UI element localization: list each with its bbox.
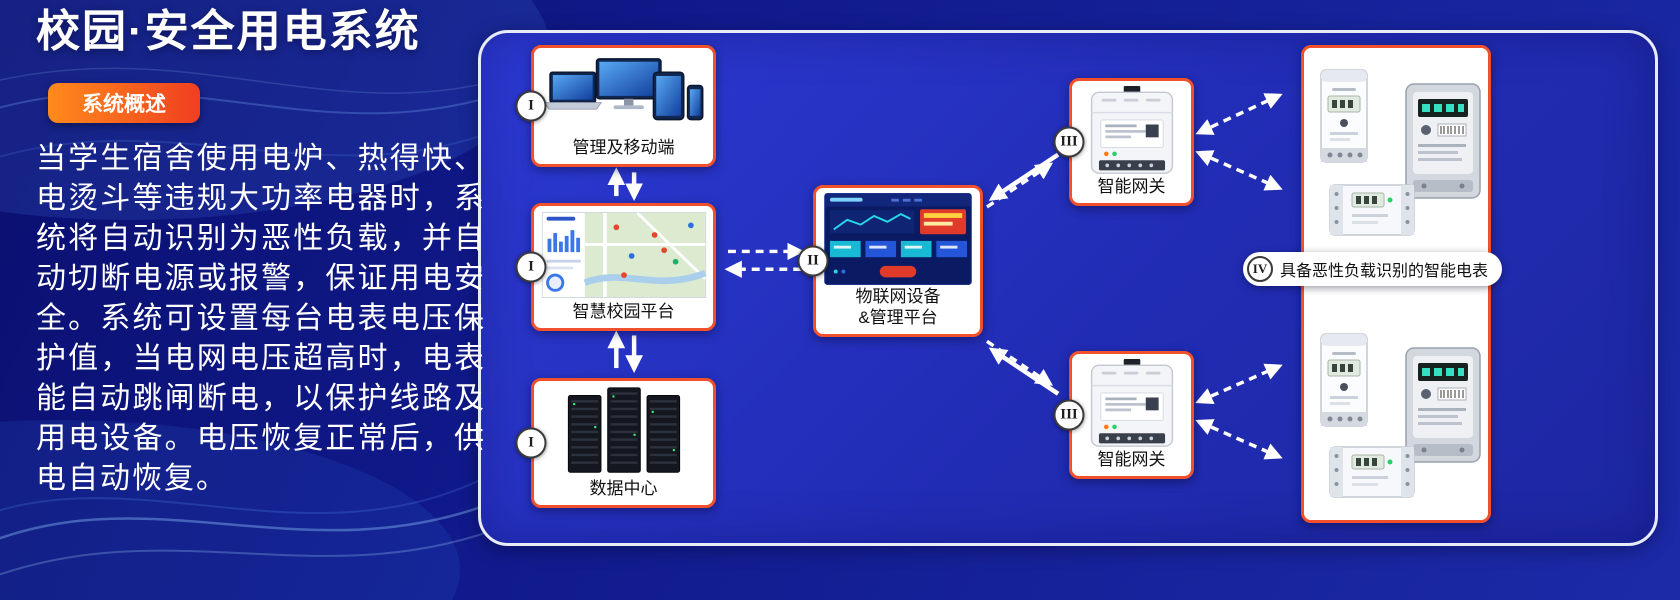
numeral-data-center: I xyxy=(515,427,547,459)
node-iot-platform-card: 物联网设备 &管理平台 xyxy=(813,185,983,337)
numeral-management: I xyxy=(515,90,547,122)
rail-meter-icon xyxy=(1328,180,1416,240)
arrow-gateway-bottom-meters xyxy=(1195,363,1283,460)
node-gateway-bottom-label: 智能网关 xyxy=(1097,449,1166,469)
node-management-label: 管理及移动端 xyxy=(572,137,675,157)
numeral-gateway-top: III xyxy=(1053,126,1085,158)
server-rack-illustration xyxy=(549,386,699,477)
arrow-platform-iot xyxy=(724,242,805,278)
iot-label-line2: &管理平台 xyxy=(858,307,938,327)
gateway-illustration xyxy=(1083,359,1181,448)
intro-column: 校园·安全用电系统 系统概述 当学生宿舍使用电炉、热得快、电烫斗等违规大功率电器… xyxy=(36,6,486,499)
numeral-iot-platform: II xyxy=(797,245,829,277)
rail-meter-icon xyxy=(1328,442,1416,502)
node-management-card: 管理及移动端 xyxy=(531,45,716,167)
smart-meters-label: 具备恶性负载识别的智能电表 xyxy=(1280,263,1489,280)
devices-illustration xyxy=(540,53,708,136)
numeral-gateway-bottom: III xyxy=(1053,399,1085,431)
node-data-center-card: 数据中心 xyxy=(531,378,716,508)
arrow-management-platform xyxy=(607,167,643,202)
numeral-campus-platform: I xyxy=(515,251,547,283)
arrow-iot-gateway-top xyxy=(985,152,1060,209)
din-meter-icon xyxy=(1318,330,1370,430)
node-campus-platform-label: 智慧校园平台 xyxy=(572,301,675,321)
page-title: 校园·安全用电系统 xyxy=(36,7,421,56)
arrow-iot-gateway-bottom xyxy=(985,339,1060,396)
iot-dashboard-illustration xyxy=(822,193,974,286)
din-meter-icon xyxy=(1318,66,1370,166)
node-data-center-label: 数据中心 xyxy=(589,478,658,498)
node-campus-platform-card: 智慧校园平台 xyxy=(531,203,716,331)
node-gateway-bottom-card: 智能网关 xyxy=(1069,351,1194,479)
overview-badge: 系统概述 xyxy=(48,82,200,123)
smart-meters-label-pill: IV 具备恶性负载识别的智能电表 xyxy=(1243,252,1503,286)
iot-label-line1: 物联网设备 xyxy=(855,287,941,307)
system-diagram-panel: 管理及移动端 I xyxy=(478,30,1658,546)
node-iot-platform-label: 物联网设备 &管理平台 xyxy=(856,285,941,331)
arrow-gateway-top-meters xyxy=(1195,93,1283,191)
overview-paragraph: 当学生宿舍使用电炉、热得快、电烫斗等违规大功率电器时，系统将自动识别为恶性负载，… xyxy=(36,141,486,495)
campus-dashboard-illustration xyxy=(540,211,708,300)
numeral-smart-meters: IV xyxy=(1247,256,1273,282)
gateway-illustration xyxy=(1083,86,1181,175)
arrow-platform-datacenter xyxy=(607,330,643,374)
node-gateway-top-label: 智能网关 xyxy=(1097,176,1166,196)
node-gateway-top-card: 智能网关 xyxy=(1069,78,1194,206)
